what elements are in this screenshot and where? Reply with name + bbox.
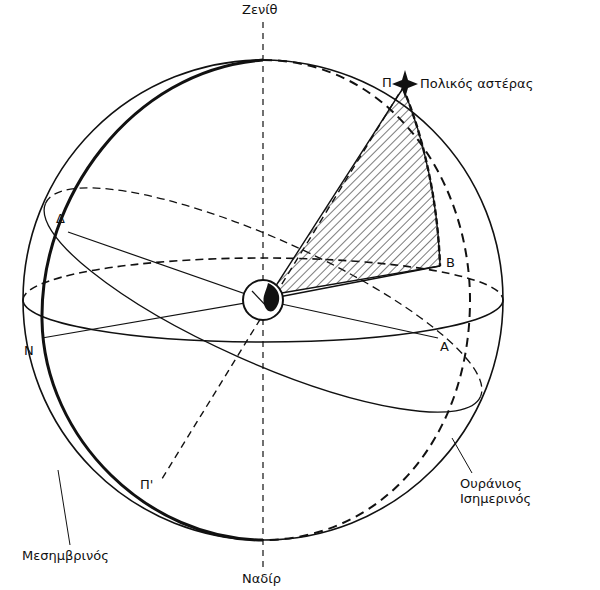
point-label: Β (446, 256, 455, 271)
radius-n (42, 300, 263, 338)
leader-line (452, 438, 472, 473)
altitude-sector (270, 88, 440, 295)
earth-axis (252, 291, 270, 310)
equator-label: Ουράνιος Ισημερινός (460, 477, 580, 507)
earth (243, 280, 283, 320)
pole-star (392, 70, 418, 98)
equator-back (46, 147, 506, 397)
meridian-label: Μεσημβρινός (22, 549, 109, 564)
nadir-label: Ναδίρ (242, 572, 281, 587)
radius-d (68, 232, 263, 300)
zenith-label: Ζενίθ (242, 3, 278, 18)
meridian-back (263, 60, 470, 540)
altitude-arc (403, 88, 440, 266)
earth-land (263, 283, 279, 311)
point-label: Π (382, 76, 392, 91)
point-label: Ν (24, 344, 34, 359)
point-label: Π' (140, 478, 153, 493)
leader-line (58, 470, 70, 545)
star-name: Πολικός αστέρας (420, 77, 533, 92)
meridian-front (42, 60, 263, 540)
point-label: Α (440, 340, 449, 355)
radius-a (263, 300, 438, 338)
point-label: Δ (56, 212, 65, 227)
